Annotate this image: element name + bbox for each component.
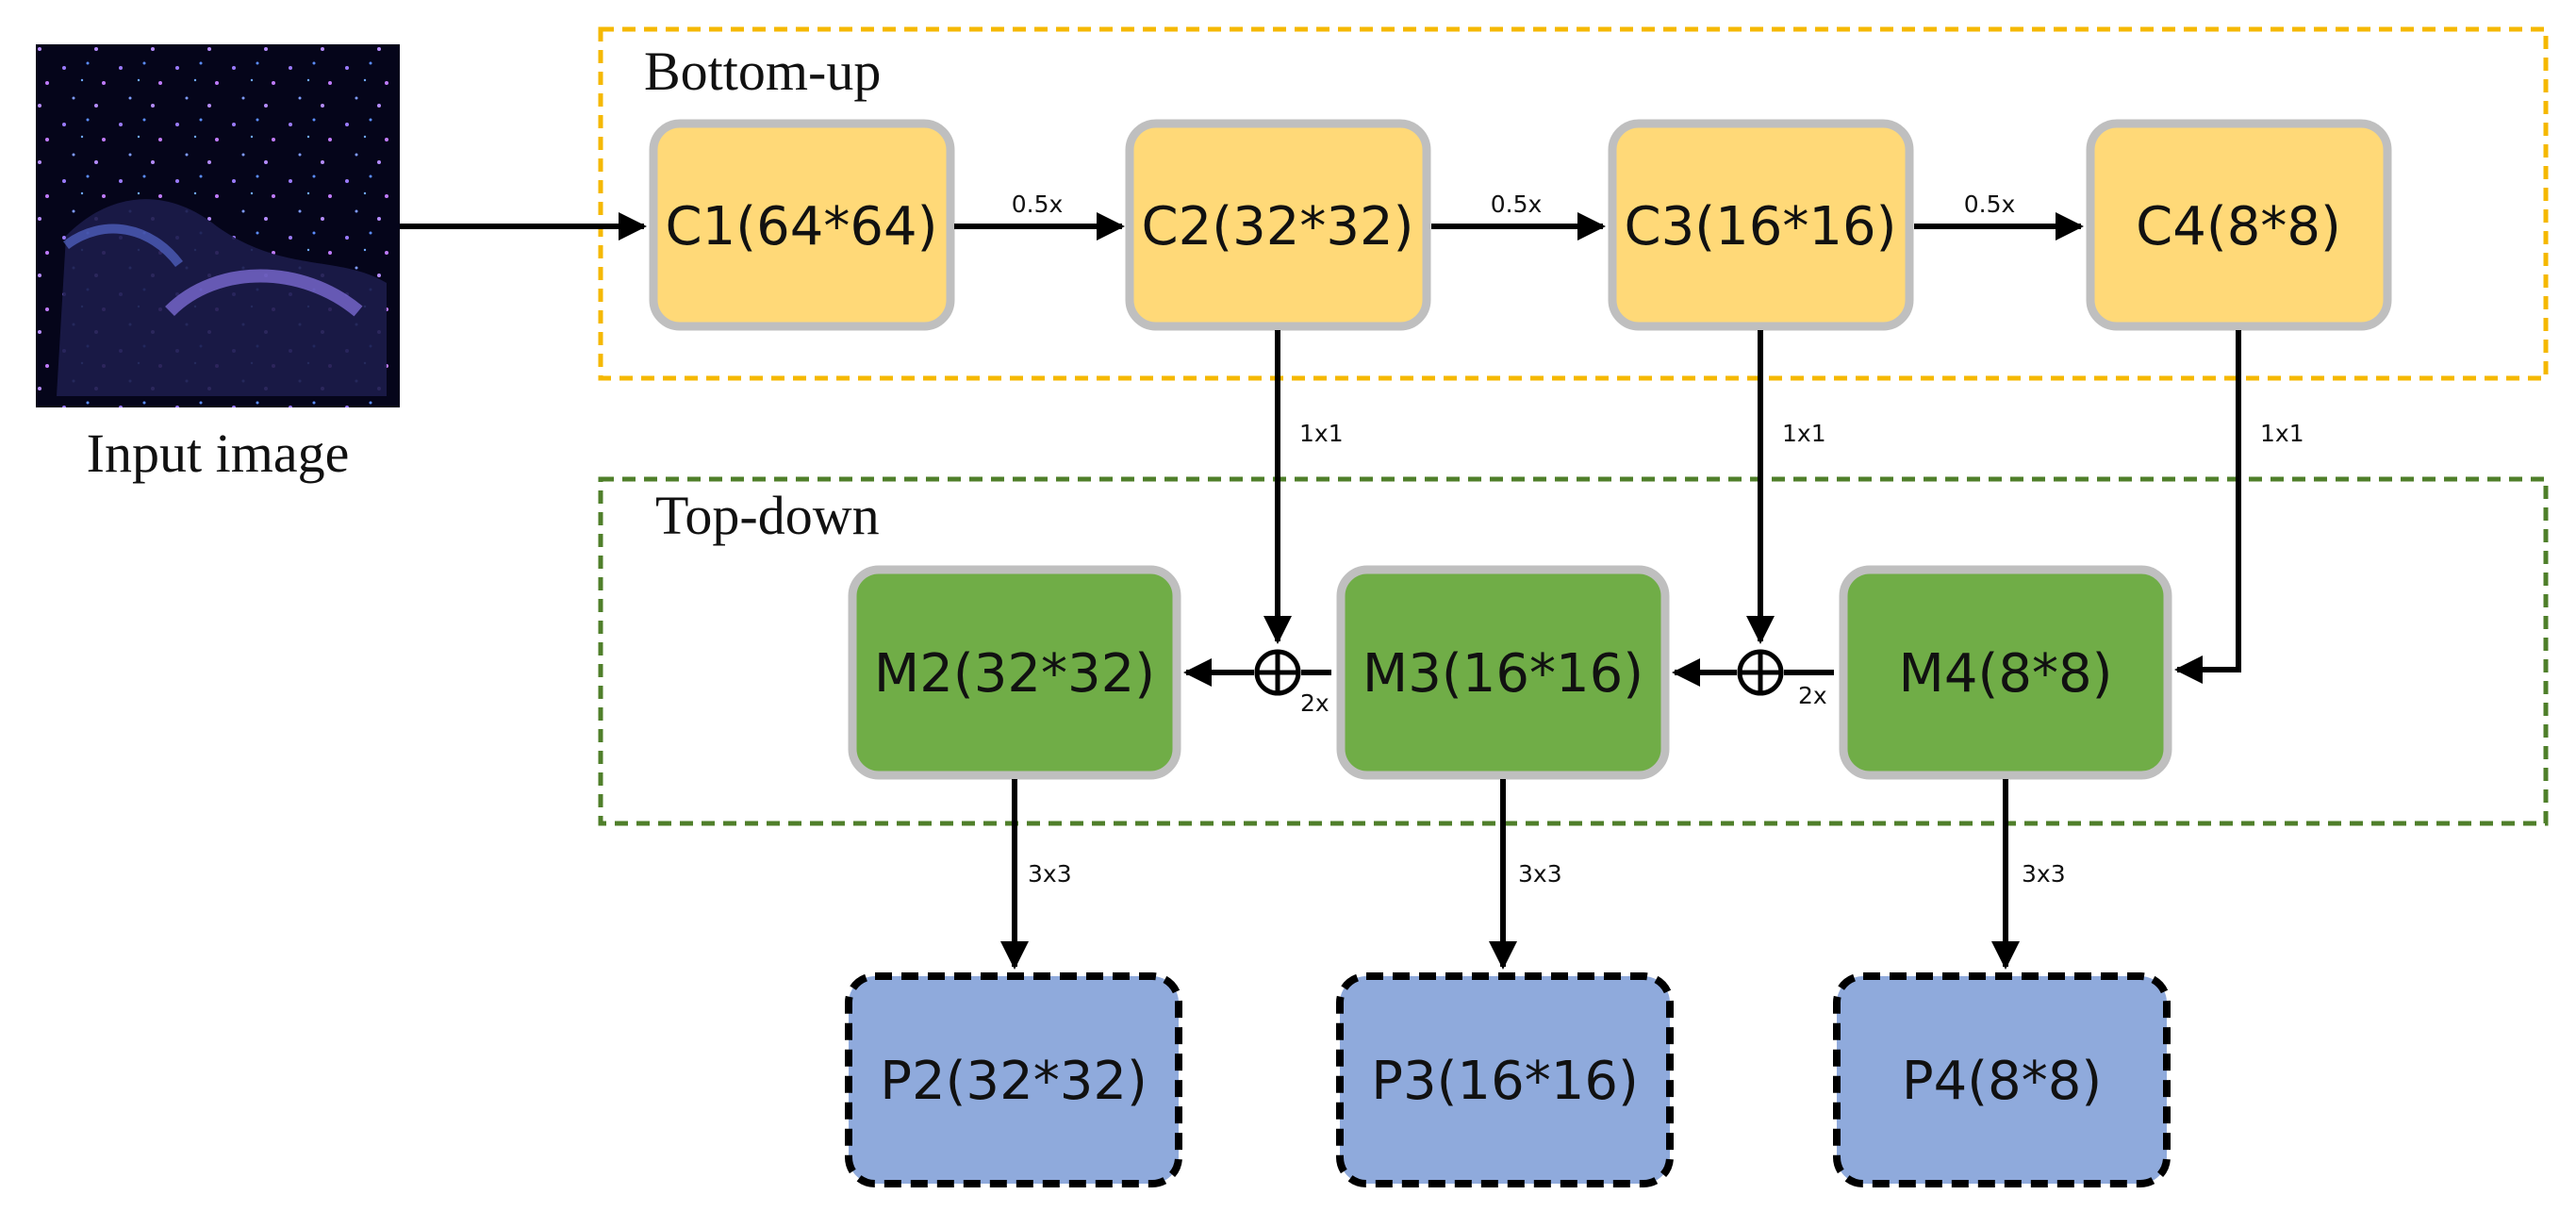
svg-text:P2(32*32): P2(32*32) xyxy=(880,1051,1148,1112)
label-0-5x-2: 0.5x xyxy=(1491,191,1543,218)
svg-text:P3(16*16): P3(16*16) xyxy=(1371,1051,1639,1112)
svg-text:C4(8*8): C4(8*8) xyxy=(2136,196,2341,257)
label-1x1-3: 1x1 xyxy=(2260,420,2304,447)
arrow-c4-m4 xyxy=(2174,330,2241,684)
node-m4: M4(8*8) xyxy=(1839,565,2172,780)
node-c4: C4(8*8) xyxy=(2086,119,2392,331)
label-1x1-2: 1x1 xyxy=(1782,420,1826,447)
top-down-group xyxy=(598,476,2549,826)
svg-text:M3(16*16): M3(16*16) xyxy=(1362,643,1643,705)
node-m3: M3(16*16) xyxy=(1336,565,1670,780)
sum-symbol-left xyxy=(1254,649,1301,696)
top-down-label: Top-down xyxy=(655,485,880,546)
svg-text:C2(32*32): C2(32*32) xyxy=(1142,196,1414,257)
input-image-caption: Input image xyxy=(87,423,350,484)
svg-text:P4(8*8): P4(8*8) xyxy=(1902,1051,2102,1112)
node-p2: P2(32*32) xyxy=(845,972,1182,1187)
label-3x3-1: 3x3 xyxy=(1028,860,1072,888)
label-1x1-1: 1x1 xyxy=(1299,420,1344,447)
bottom-up-group xyxy=(598,26,2549,381)
label-0-5x-1: 0.5x xyxy=(1012,191,1064,218)
svg-text:M2(32*32): M2(32*32) xyxy=(874,643,1155,705)
label-3x3-2: 3x3 xyxy=(1518,860,1562,888)
svg-text:M4(8*8): M4(8*8) xyxy=(1899,643,2113,705)
svg-text:C1(64*64): C1(64*64) xyxy=(666,196,938,257)
sum-symbol-right xyxy=(1737,649,1784,696)
node-p3: P3(16*16) xyxy=(1336,972,1674,1187)
input-image xyxy=(36,44,400,407)
bottom-up-label: Bottom-up xyxy=(644,41,881,102)
label-0-5x-3: 0.5x xyxy=(1964,191,2016,218)
node-c1: C1(64*64) xyxy=(649,119,955,331)
node-c3: C3(16*16) xyxy=(1608,119,1914,331)
label-2x-left: 2x xyxy=(1300,689,1329,717)
label-3x3-3: 3x3 xyxy=(2022,860,2066,888)
node-c2: C2(32*32) xyxy=(1125,119,1431,331)
node-m2: M2(32*32) xyxy=(848,565,1181,780)
label-2x-right: 2x xyxy=(1798,682,1827,709)
svg-text:C3(16*16): C3(16*16) xyxy=(1625,196,1897,257)
node-p4: P4(8*8) xyxy=(1833,972,2171,1187)
